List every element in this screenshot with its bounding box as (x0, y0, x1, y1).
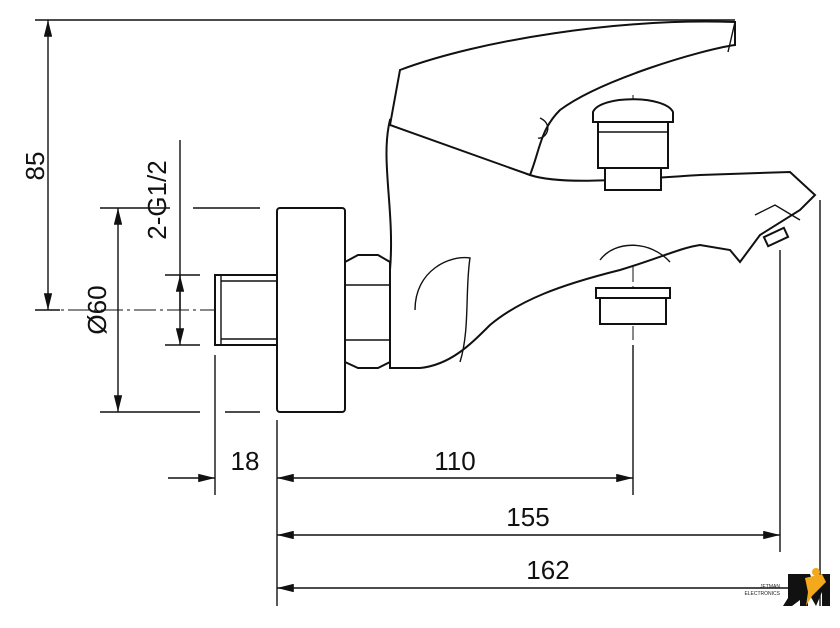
diverter-knob (597, 119, 669, 169)
spout-body (385, 118, 817, 369)
dim-diameter-label: Ø60 (82, 285, 112, 334)
outlet-connector (595, 287, 671, 299)
dim-height-label: 85 (20, 152, 50, 181)
thread-pipe (214, 274, 278, 346)
svg-text:JETMAN: JETMAN (760, 584, 780, 590)
svg-text:ELECTRONICS: ELECTRONICS (744, 591, 780, 597)
extension-lines (35, 19, 821, 606)
faucet-body (214, 20, 817, 413)
lever-handle (388, 20, 736, 177)
wall-flange (276, 207, 346, 413)
dim-thread-label: 2-G1/2 (142, 160, 172, 240)
jetman-logo: JETMAN ELECTRONICS (744, 568, 830, 606)
dim-overall-label: 162 (526, 555, 569, 585)
dim-pipe-label: 18 (231, 446, 260, 476)
dim-spout-label: 155 (506, 502, 549, 532)
hex-nut (344, 254, 391, 369)
dimension-lines (43, 20, 820, 593)
dim-outlet-label: 110 (434, 446, 475, 476)
